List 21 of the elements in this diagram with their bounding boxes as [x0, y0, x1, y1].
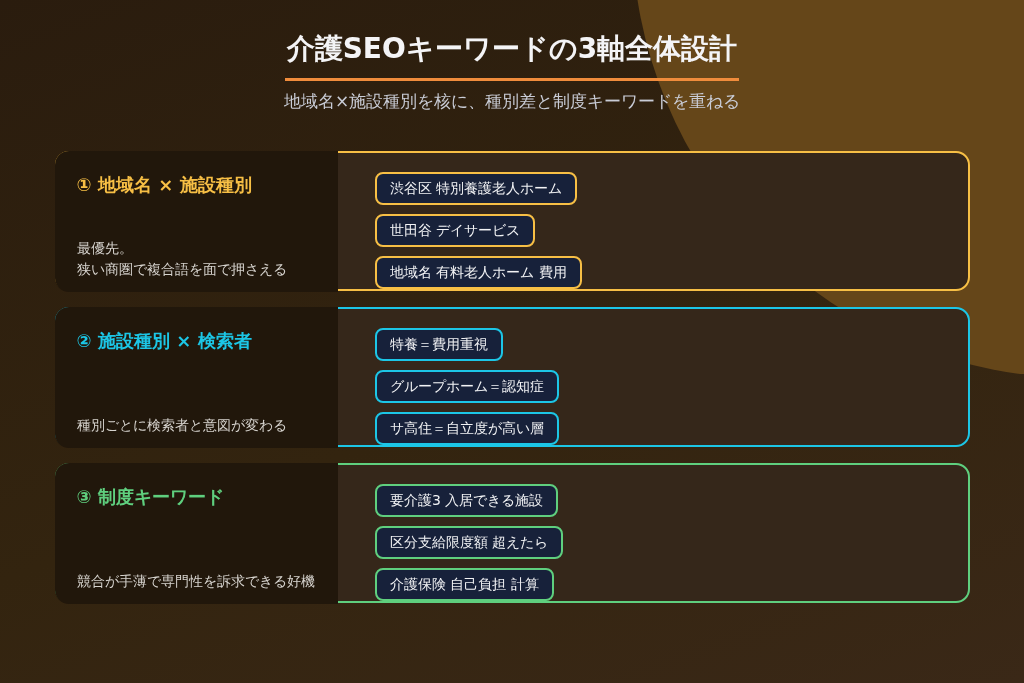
keyword-tag: 世田谷 デイサービス — [375, 214, 536, 247]
category-card — [55, 463, 970, 603]
keyword-tag: 介護保険 自己負担 計算 — [375, 568, 554, 601]
subtitle: 地域名×施設種別を核に、種別差と制度キーワードを重ねる — [283, 91, 741, 111]
keyword-tag: 区分支給限度額 超えたら — [375, 526, 564, 559]
category-heading: ① 地域名 × 施設種別 — [76, 172, 252, 197]
category-description: 狭い商圏で複合語を面で押さえる — [76, 259, 287, 279]
keyword-tag: 特養＝費用重視 — [375, 328, 503, 361]
keyword-tag: 地域名 有料老人ホーム 費用 — [375, 256, 582, 289]
keyword-tag: 要介護3 入居できる施設 — [375, 484, 559, 517]
category-description: 競合が手薄で専門性を訴求できる好機 — [76, 571, 315, 591]
category-heading: ② 施設種別 × 検索者 — [76, 328, 252, 353]
category-description: 最優先。 — [76, 238, 134, 258]
category-card — [55, 307, 970, 447]
keyword-tag: 渋谷区 特別養護老人ホーム — [375, 172, 578, 205]
category-heading: ③ 制度キーワード — [76, 484, 224, 509]
keyword-tag: グループホーム＝認知症 — [375, 370, 559, 403]
keyword-tag: サ高住＝自立度が高い層 — [375, 412, 559, 445]
category-description: 種別ごとに検索者と意図が変わる — [76, 415, 287, 435]
title: 介護SEOキーワードの3軸全体設計 — [286, 32, 738, 65]
category-card — [55, 151, 970, 291]
